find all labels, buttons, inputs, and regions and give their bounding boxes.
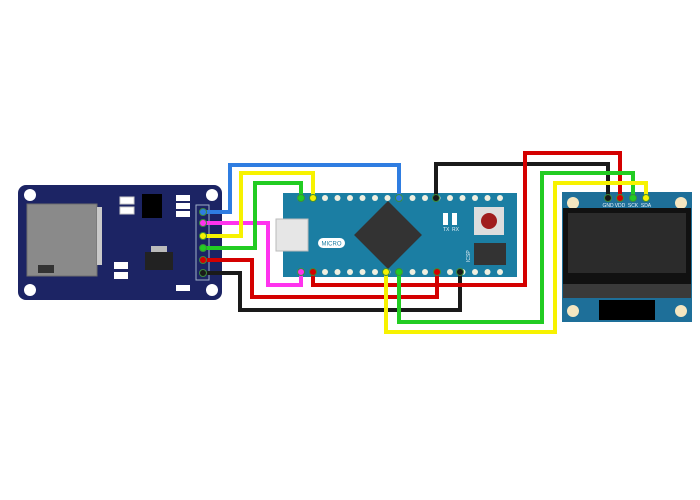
wire-endpoint — [309, 194, 317, 202]
wire-endpoint — [297, 194, 305, 202]
wire-endpoint — [199, 256, 207, 264]
micro-logo: MICRO — [322, 242, 342, 248]
icsp-header — [474, 243, 506, 265]
wire-endpoint — [642, 194, 650, 202]
usb-port — [275, 218, 309, 252]
tx-label: TX — [443, 227, 450, 233]
arduino-pin — [372, 269, 378, 275]
red-wire — [203, 258, 439, 299]
wire-endpoint — [604, 194, 612, 202]
arduino-pin — [459, 195, 466, 201]
wire-endpoint — [297, 268, 305, 276]
wires — [199, 151, 650, 334]
arduino-pin — [322, 269, 328, 275]
wire-endpoint — [199, 269, 207, 277]
arduino-pin — [322, 195, 328, 201]
icsp-label: ICSP — [466, 250, 472, 262]
oled-pin-label: SDA — [641, 203, 652, 209]
arduino-pin — [422, 269, 428, 275]
rx-label: RX — [452, 227, 460, 233]
wire-endpoint — [629, 194, 637, 202]
arduino-pin — [359, 269, 366, 275]
oled-pin-label: SCK — [628, 203, 639, 209]
magenta-wire — [203, 221, 303, 287]
wire-endpoint — [395, 268, 403, 276]
green-wire — [203, 181, 303, 250]
wire-endpoint — [199, 219, 207, 227]
wire-endpoint — [395, 194, 403, 202]
arduino-micro-board: MICRO TX RX ICSP — [275, 193, 517, 277]
wire-endpoint — [199, 208, 207, 216]
wire-endpoint — [309, 268, 317, 276]
green-wire — [397, 171, 635, 324]
arduino-pin — [422, 195, 428, 201]
oled-pin-label: VDD — [615, 203, 626, 209]
arduino-pin — [409, 269, 416, 275]
wire-endpoint — [456, 268, 464, 276]
arduino-pin — [484, 195, 491, 201]
arduino-pin — [347, 195, 353, 201]
arduino-pin — [447, 269, 453, 275]
arduino-pin — [472, 195, 478, 201]
arduino-pin — [484, 269, 491, 275]
arduino-pin — [384, 195, 391, 201]
arduino-pin — [447, 195, 453, 201]
arduino-pin — [347, 269, 353, 275]
sd-card-module — [18, 185, 222, 300]
red-wire — [311, 151, 622, 287]
wire-endpoint — [382, 268, 390, 276]
wire-endpoint — [433, 268, 441, 276]
oled-pin-label: GND — [602, 203, 614, 209]
sd-card-slot — [26, 203, 98, 277]
blue-wire — [203, 163, 401, 214]
arduino-pin — [497, 195, 503, 201]
arduino-pin — [409, 195, 416, 201]
oled-screen — [568, 213, 686, 273]
arduino-pin — [372, 195, 378, 201]
arduino-pin — [334, 269, 341, 275]
arduino-pin — [359, 195, 366, 201]
wire-endpoint — [199, 244, 207, 252]
yellow-wire — [203, 171, 315, 238]
wire-endpoint — [199, 232, 207, 240]
black-wire — [203, 271, 462, 312]
wire-endpoint — [432, 194, 440, 202]
arduino-pin — [497, 269, 503, 275]
arduino-pin — [472, 269, 478, 275]
wire-endpoint — [616, 194, 624, 202]
yellow-wire — [384, 181, 648, 334]
arduino-pin — [334, 195, 341, 201]
